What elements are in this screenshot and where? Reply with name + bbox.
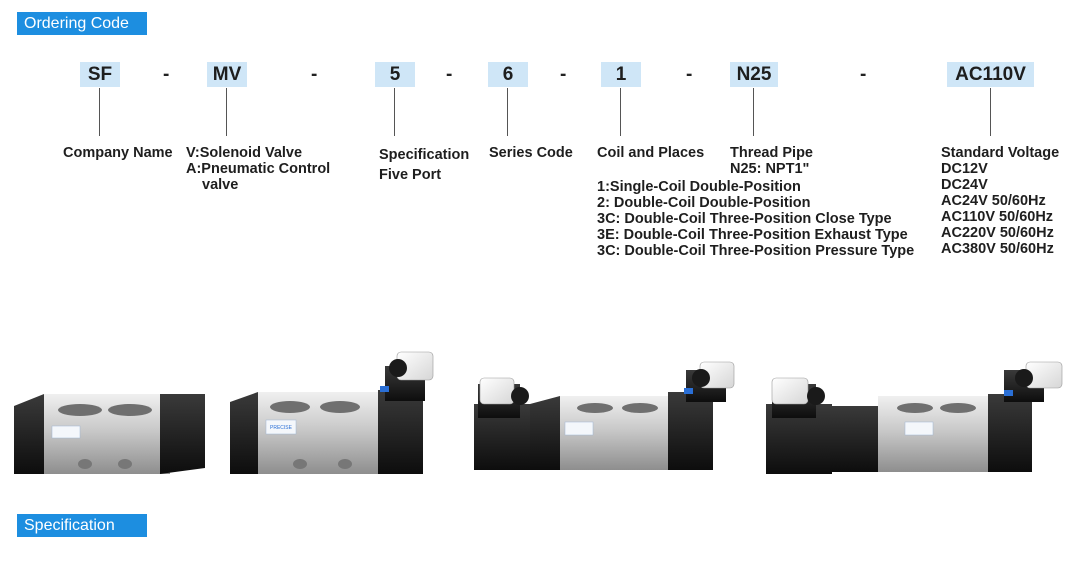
code-separator: - — [686, 64, 693, 85]
coil-option: 3C: Double-Coil Three-Position Close Typ… — [597, 211, 892, 227]
connector-line — [507, 88, 508, 136]
voltage-option: DC24V — [941, 177, 988, 193]
ordering-code-header: Ordering Code — [17, 12, 147, 35]
code-segment-spec: 5 — [375, 62, 415, 87]
voltage-option: AC380V 50/60Hz — [941, 241, 1054, 257]
code-separator: - — [311, 64, 318, 85]
thread-desc: Thread Pipe N25: NPT1" — [730, 145, 813, 177]
coil-options: 1:Single-Coil Double-Position 2: Double-… — [597, 179, 914, 259]
product-images: PRECISE — [14, 351, 1063, 474]
coil-option: 2: Double-Coil Double-Position — [597, 195, 811, 211]
connector-line — [753, 88, 754, 136]
code-segment-voltage: AC110V — [947, 62, 1034, 87]
connector-line — [394, 88, 395, 136]
valve-pneumatic — [14, 394, 205, 474]
voltage-option: DC12V — [941, 161, 988, 177]
desc-line: valve — [202, 177, 239, 193]
code-segment-thread: N25 — [730, 62, 778, 87]
desc-line: N25: NPT1" — [730, 161, 810, 177]
connector-line — [990, 88, 991, 136]
voltage-option: AC110V 50/60Hz — [941, 209, 1054, 225]
voltage-title: Standard Voltage — [941, 145, 1060, 161]
valve-double-coil — [474, 361, 735, 470]
coil-option: 1:Single-Coil Double-Position — [597, 179, 801, 195]
coil-title: Coil and Places — [597, 145, 705, 161]
desc-line: V:Solenoid Valve — [186, 145, 303, 161]
code-separator: - — [163, 64, 170, 85]
code-segment-type: MV — [207, 62, 247, 87]
code-segment-coil: 1 — [601, 62, 641, 87]
desc-line: Specification — [379, 147, 470, 163]
company-desc: Company Name — [63, 145, 173, 161]
specification-header: Specification — [17, 514, 147, 537]
spec-desc: Specification Five Port — [379, 145, 469, 185]
code-separator: - — [860, 64, 867, 85]
code-separator: - — [446, 64, 453, 85]
code-segment-series: 6 — [488, 62, 528, 87]
desc-line: Five Port — [379, 167, 442, 183]
connector-line — [99, 88, 100, 136]
coil-option: 3C: Double-Coil Three-Position Pressure … — [597, 243, 915, 259]
desc-line: Company Name — [63, 145, 173, 161]
valve-single-coil: PRECISE — [230, 351, 434, 474]
desc-line: A:Pneumatic Control — [186, 161, 331, 177]
valve-three-position — [766, 361, 1063, 474]
product-brand-label: PRECISE — [270, 425, 293, 431]
voltage-desc: Standard Voltage DC12V DC24V AC24V 50/60… — [941, 145, 1059, 257]
voltage-option: AC220V 50/60Hz — [941, 225, 1054, 241]
code-separator: - — [560, 64, 567, 85]
code-segment-company: SF — [80, 62, 120, 87]
desc-line: Series Code — [489, 145, 573, 161]
connector-line — [620, 88, 621, 136]
voltage-option: AC24V 50/60Hz — [941, 193, 1046, 209]
series-desc: Series Code — [489, 145, 573, 161]
connector-line — [226, 88, 227, 136]
coil-option: 3E: Double-Coil Three-Position Exhaust T… — [597, 227, 908, 243]
desc-line: Thread Pipe — [730, 145, 813, 161]
type-desc: V:Solenoid Valve A:Pneumatic Control val… — [186, 145, 330, 193]
